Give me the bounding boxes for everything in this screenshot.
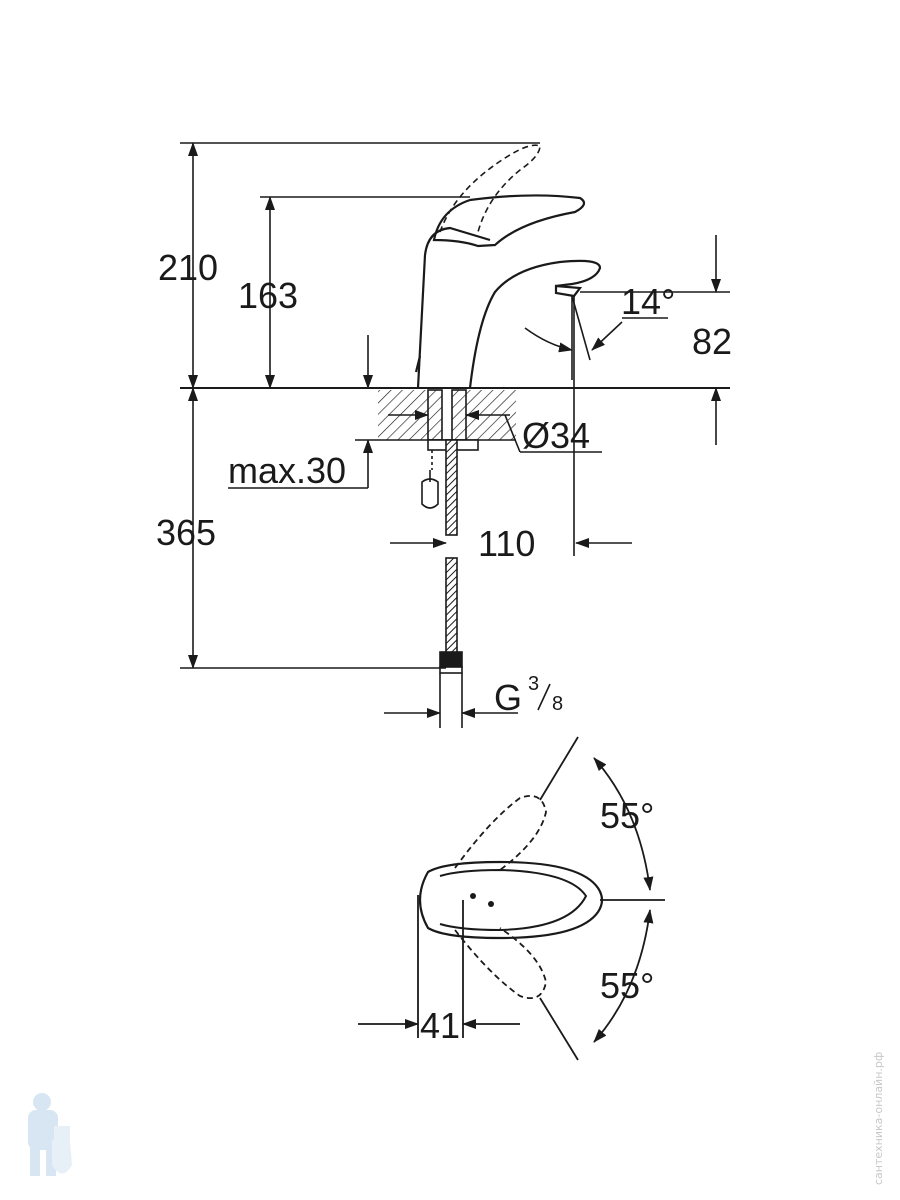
dim-height-lever	[260, 196, 470, 389]
lever-rotated-left	[454, 794, 547, 871]
dim-below-deck	[180, 387, 446, 669]
plumber-mascot-icon	[28, 1093, 72, 1176]
popup-rod-weight	[421, 470, 439, 509]
dim-spout-height	[580, 235, 730, 445]
svg-text:8: 8	[552, 693, 563, 715]
label-rotation-upper: 55°	[600, 795, 654, 836]
faucet-lever-raised	[439, 144, 541, 233]
dim-spout-angle	[524, 295, 668, 380]
top-view	[358, 736, 665, 1061]
label-reach: 110	[478, 523, 535, 564]
label-connection: G 3 8	[494, 673, 563, 718]
arc-rotation-upper	[593, 757, 654, 891]
dim-deck-max	[228, 335, 378, 489]
side-view	[180, 142, 730, 728]
label-spout-angle: 14°	[621, 281, 675, 322]
top-lever-inner	[439, 868, 588, 932]
label-spout-height: 82	[692, 321, 732, 362]
faucet-lever	[432, 194, 586, 248]
label-deck-max: max.30	[228, 450, 346, 491]
label-rotation-lower: 55°	[600, 965, 654, 1006]
label-hole-diameter: Ø34	[522, 415, 590, 456]
arc-rotation-lower	[593, 909, 654, 1043]
svg-text:G: G	[494, 677, 522, 718]
dim-hole-diameter	[388, 410, 602, 453]
dim-reach	[390, 296, 632, 556]
label-height-lever: 163	[238, 275, 298, 316]
flexible-hoses	[431, 439, 463, 674]
dim-body-width	[358, 895, 520, 1038]
dim-height-total	[180, 142, 540, 389]
watermark-text: сантехника-онлайн.рф	[872, 1052, 885, 1185]
svg-text:3: 3	[528, 673, 539, 695]
dim-connection	[384, 673, 518, 728]
label-body-width: 41	[420, 1005, 460, 1046]
label-below-deck: 365	[156, 512, 216, 553]
faucet-body	[414, 226, 602, 389]
label-height-total: 210	[158, 247, 218, 288]
